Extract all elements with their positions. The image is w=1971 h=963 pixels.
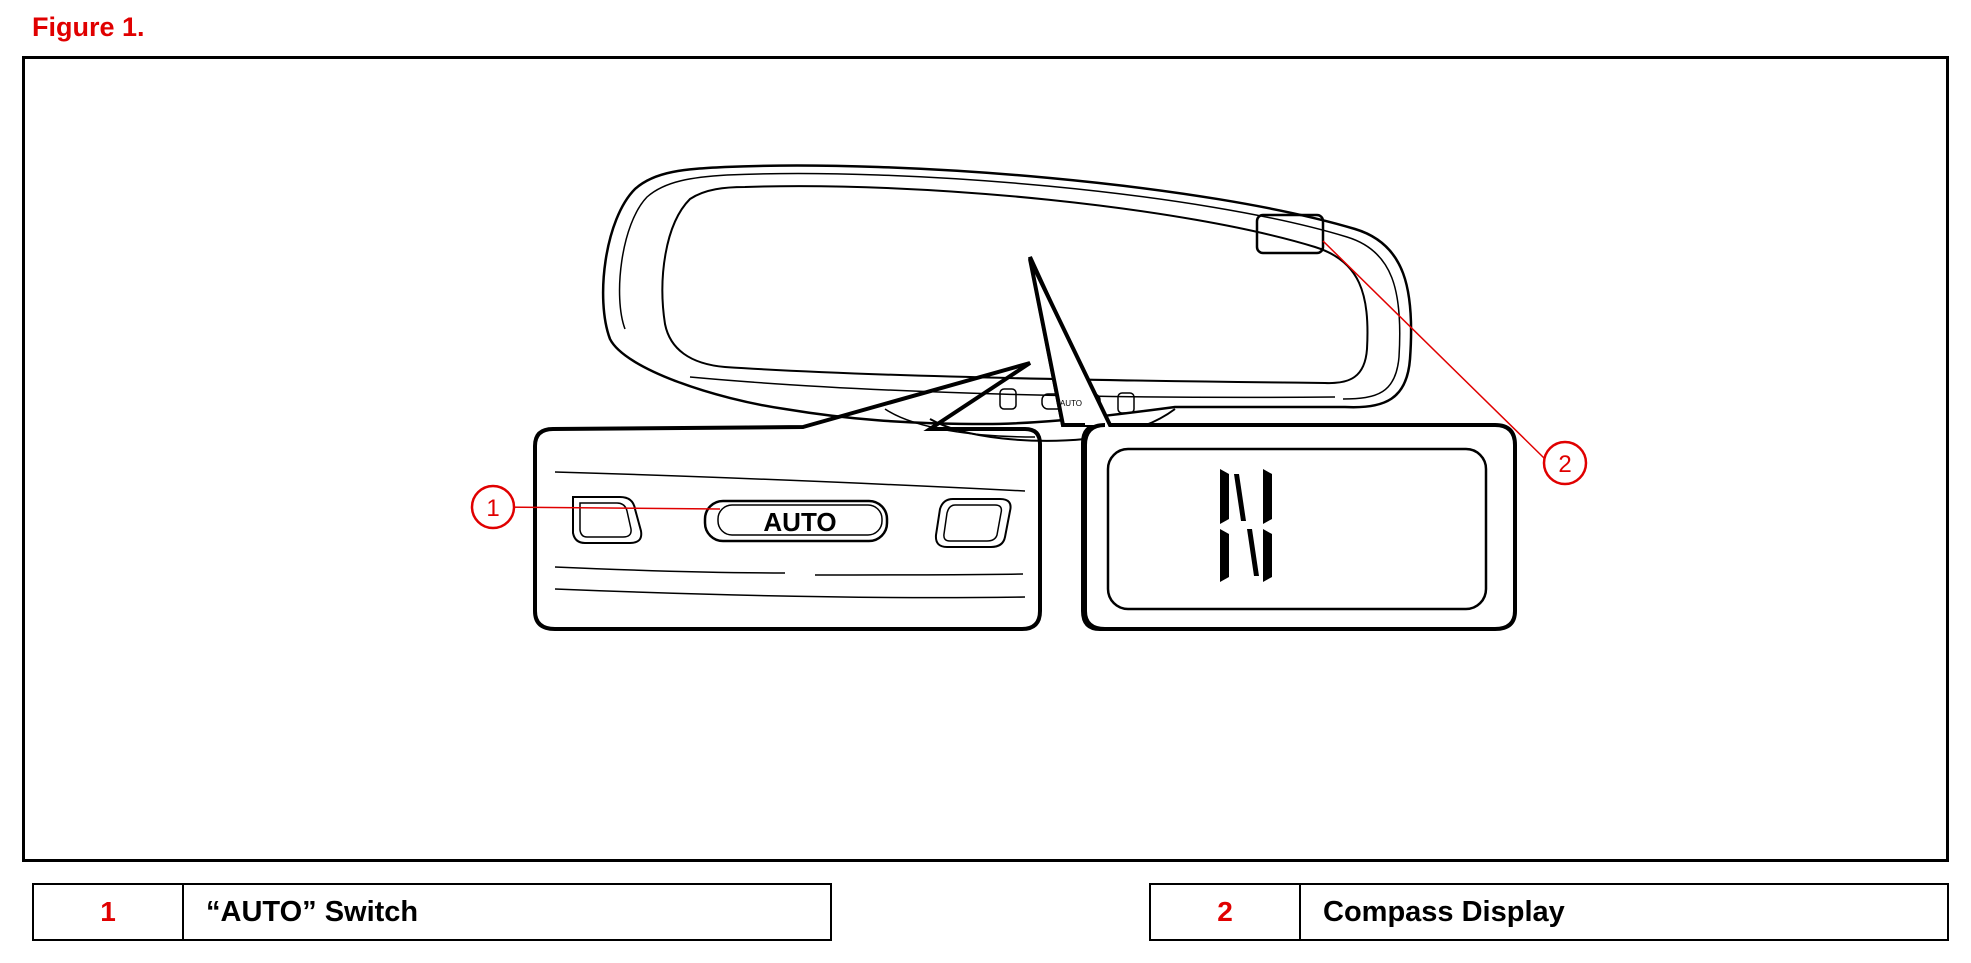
zoom-auto-label: AUTO [763,507,836,537]
zoom-right-button [934,498,1012,548]
callout-1-circle [470,484,516,530]
mirror-lower-line [689,376,1336,399]
compass-heading-n [1220,469,1272,582]
callout-1-number: 1 [486,495,499,522]
callout-1-leader [492,506,721,510]
zoom-left-button-inner [579,502,632,538]
callout-2-circle [1542,440,1588,486]
zoom-auto-switch-outer [703,499,889,543]
switch-zoom-bubble [533,361,1042,631]
mirror-diagram: AUTO AUTO N 1 2 [470,164,1588,631]
bubble-top-line [554,471,1026,492]
mirror-housing-inner-left [618,174,728,330]
small-left-button [999,388,1017,410]
bubble-low-line2 [814,573,1024,576]
legend-item-2: 2 Compass Display [1149,883,1949,941]
bubble-low-line1 [554,566,786,574]
mirror-compass-window [1255,213,1325,255]
legend-number: 2 [1151,885,1301,939]
small-right-button [1117,392,1135,414]
bubble-low-line3 [554,588,1026,599]
legend-number: 1 [34,885,184,939]
zoom-auto-switch-inner [717,504,883,536]
figure-title: Figure 1. [32,12,145,42]
compass-heading-text: N [1245,528,1247,530]
zoom-left-button [572,496,643,544]
callout-2-number: 2 [1558,451,1571,478]
small-auto-label: AUTO [1060,399,1082,408]
legend-label: Compass Display [1323,895,1565,928]
zoom-right-button-inner [943,504,1003,542]
compass-zoom-bubble-body [1028,258,1517,631]
callout-2-leader [1322,240,1546,460]
compass-window [1106,447,1488,611]
legend-item-1: 1 “AUTO” Switch [32,883,832,941]
mirror-glass [661,185,1369,385]
mirror-housing-inner [726,172,1401,400]
legend-label: “AUTO” Switch [206,895,419,928]
diagram-frame: AUTO AUTO N 1 2 [22,56,1949,862]
mirror-housing-outer [601,164,1413,426]
